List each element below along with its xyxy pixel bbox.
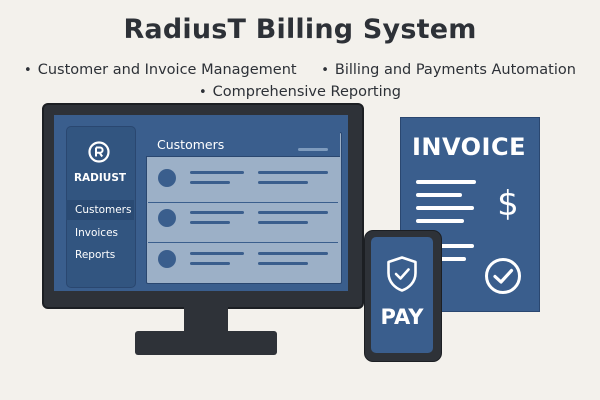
- customers-panel: [146, 132, 342, 284]
- customer-detail-placeholder: [190, 262, 230, 265]
- sidebar-item-customers[interactable]: Customers: [66, 200, 134, 220]
- feature-item: • Customer and Invoice Management: [24, 62, 297, 78]
- feature-label: Billing and Payments Automation: [334, 62, 576, 78]
- invoice-text-line: [416, 193, 462, 197]
- customer-info-placeholder: [258, 181, 308, 184]
- invoice-text-line: [416, 219, 464, 223]
- bullet-icon: •: [24, 63, 32, 78]
- customer-info-placeholder: [258, 252, 328, 255]
- row-divider: [148, 202, 338, 203]
- feature-label: Comprehensive Reporting: [212, 84, 402, 100]
- customer-detail-placeholder: [190, 221, 230, 224]
- customer-info-placeholder: [258, 262, 308, 265]
- pay-button[interactable]: PAY: [380, 305, 424, 329]
- monitor-stand-neck: [184, 306, 228, 332]
- invoice-text-line: [440, 257, 466, 261]
- invoice-text-line: [416, 180, 476, 184]
- customer-info-placeholder: [258, 211, 328, 214]
- invoice-title: INVOICE: [411, 133, 526, 161]
- customer-name-placeholder: [190, 252, 244, 255]
- panel-title: Customers: [157, 137, 225, 152]
- invoice-text-line: [440, 244, 474, 248]
- sidebar-item-reports[interactable]: Reports: [75, 249, 116, 261]
- panel-header: [146, 132, 340, 157]
- check-circle-icon: [485, 258, 521, 294]
- feature-list-row-2: • Comprehensive Reporting: [0, 84, 600, 100]
- sidebar-item-invoices[interactable]: Invoices: [75, 227, 119, 239]
- brand-name: RADIUST: [73, 172, 127, 184]
- feature-label: Customer and Invoice Management: [37, 62, 297, 78]
- invoice-text-line: [416, 206, 474, 210]
- customer-info-placeholder: [258, 171, 328, 174]
- row-divider: [148, 242, 338, 243]
- feature-item: • Billing and Payments Automation: [321, 62, 576, 78]
- customer-name-placeholder: [190, 171, 244, 174]
- customer-avatar: [158, 169, 176, 187]
- shield-check-icon: [387, 256, 417, 292]
- radius-logo-icon: [88, 141, 110, 163]
- customer-detail-placeholder: [190, 181, 230, 184]
- customer-avatar: [158, 209, 176, 227]
- panel-header-accent: [298, 148, 328, 151]
- bullet-icon: •: [198, 85, 207, 100]
- customer-info-placeholder: [258, 221, 308, 224]
- customer-name-placeholder: [190, 211, 244, 214]
- feature-list-row-1: • Customer and Invoice Management • Billin…: [0, 62, 600, 78]
- bullet-icon: •: [321, 63, 329, 78]
- page-title: RadiusT Billing System: [123, 14, 477, 45]
- customer-avatar: [158, 250, 176, 268]
- dollar-icon: $: [497, 184, 519, 224]
- monitor-stand-base: [135, 331, 277, 355]
- feature-item: • Comprehensive Reporting: [199, 84, 401, 100]
